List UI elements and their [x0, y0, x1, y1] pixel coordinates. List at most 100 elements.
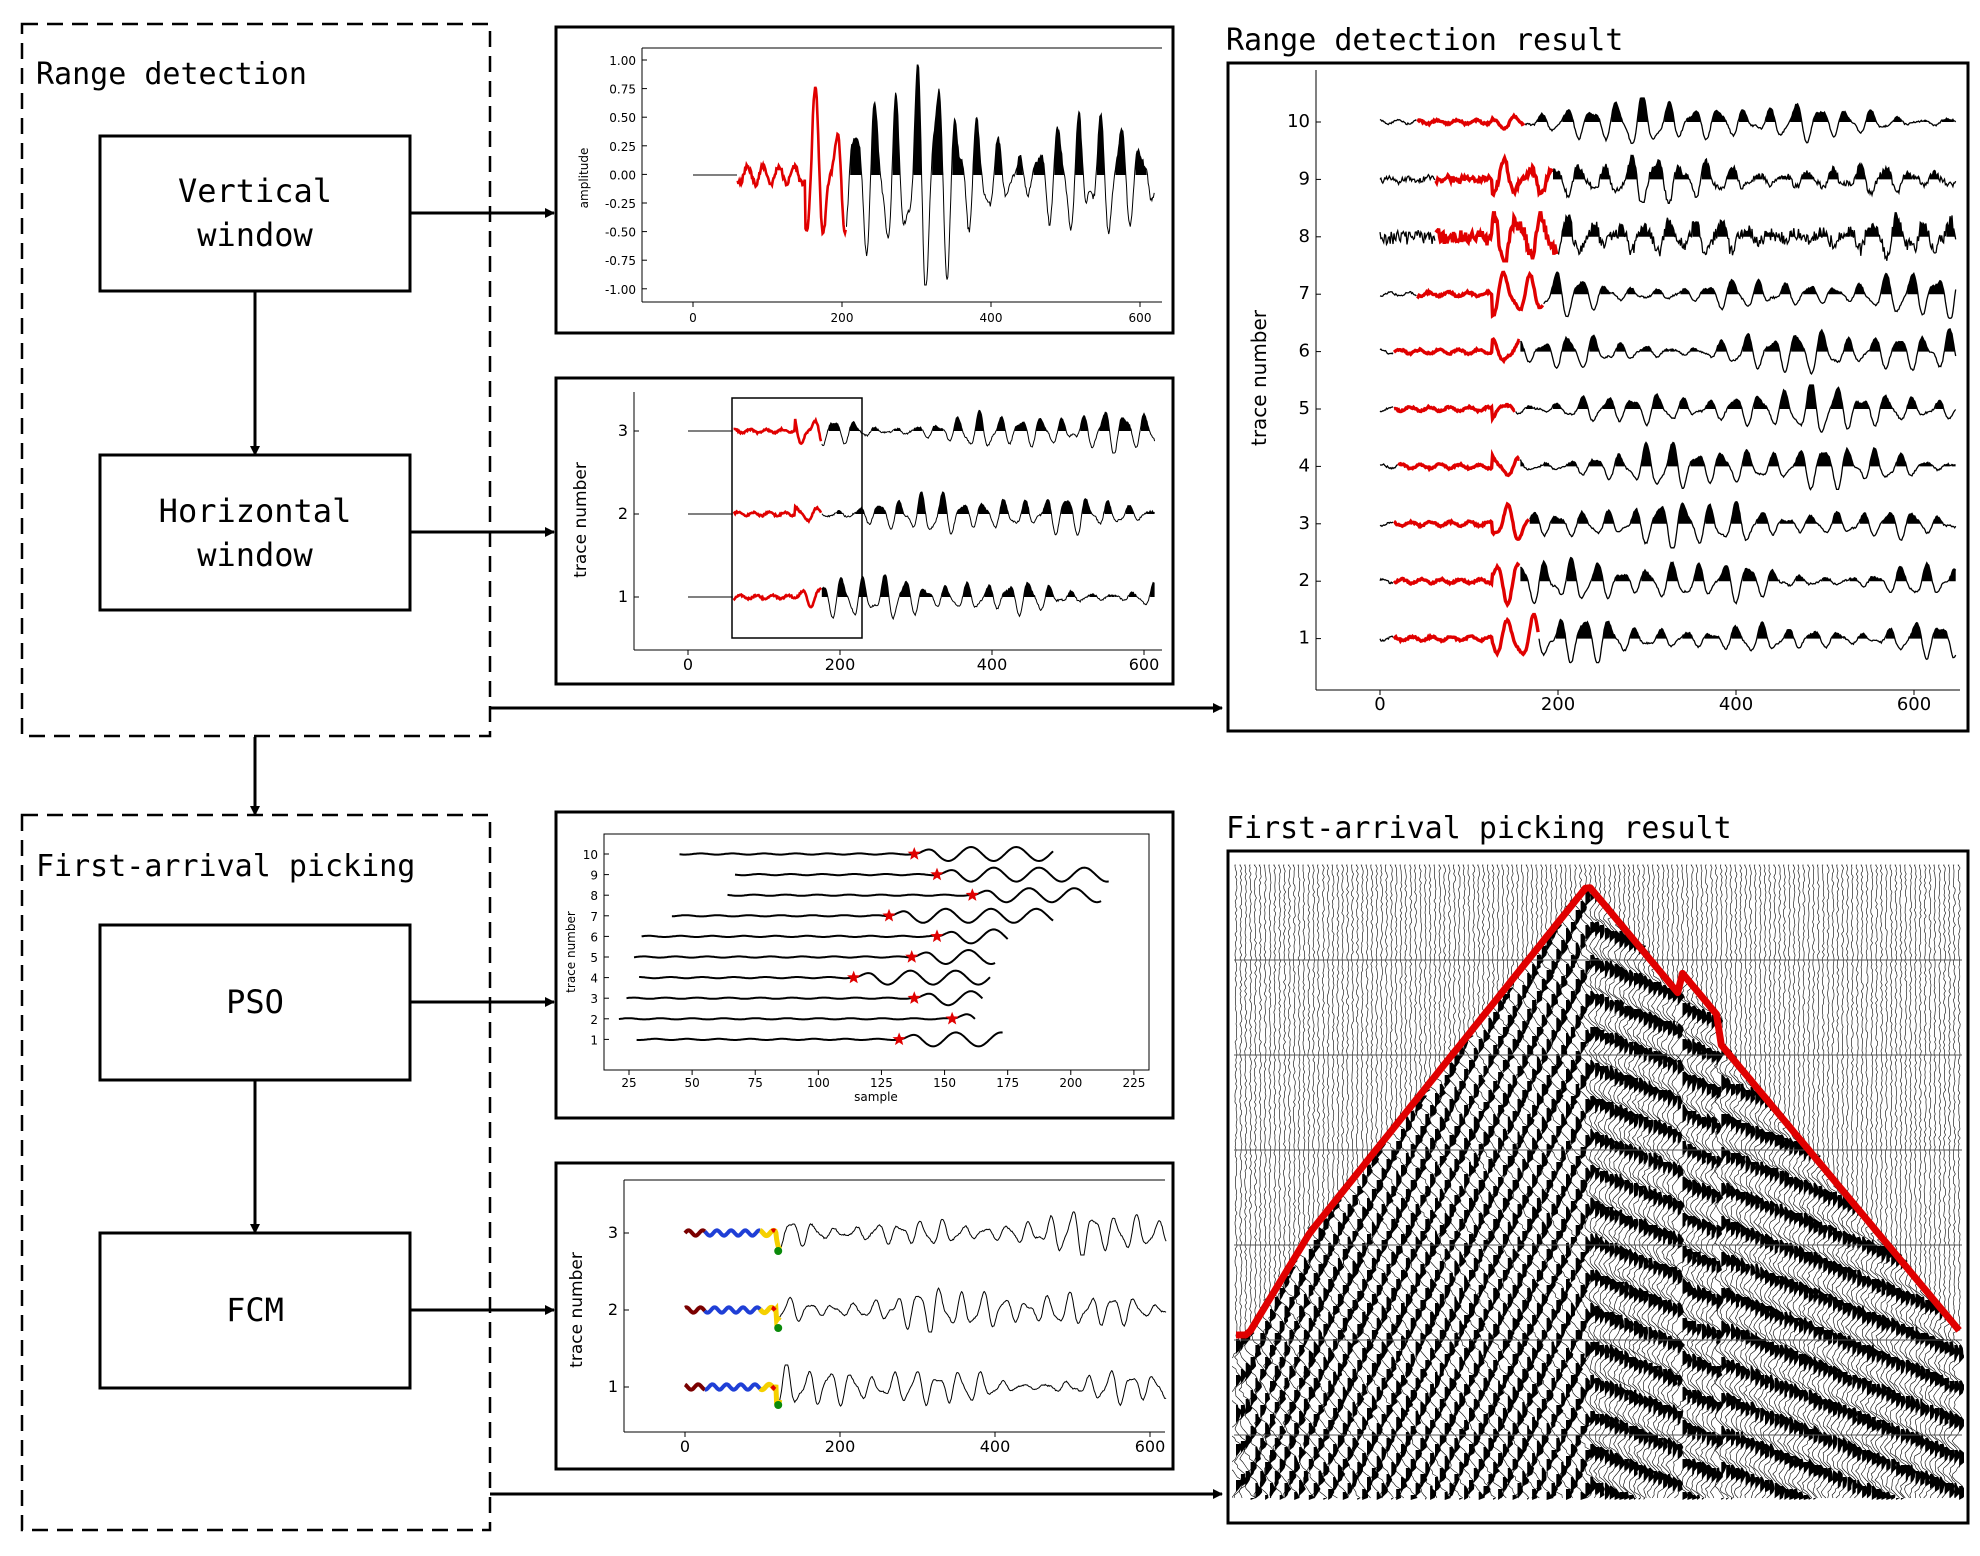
range-result-ytick-8: 2	[1299, 570, 1310, 591]
pso-trace-1	[636, 1031, 1003, 1048]
fcm-box: FCM	[98, 1231, 412, 1390]
range-result-ytick-7: 3	[1299, 513, 1310, 534]
pso-pick-marker-4	[847, 970, 861, 984]
vertical-window-chart: amplitude 1.000.750.500.250.00-0.25-0.50…	[577, 47, 1162, 325]
first-arrival-picking-title: First-arrival picking	[36, 849, 415, 884]
pso-trace-10	[679, 845, 1054, 863]
pso-plot	[554, 810, 1175, 1120]
range-detection-title: Range detection	[36, 57, 307, 92]
fcm-plot-yticks: 321	[608, 1223, 629, 1396]
pso-ytick-4: 6	[590, 930, 598, 944]
pso-pick-marker-1	[892, 1032, 906, 1046]
range-detection-result-plot	[1226, 61, 1970, 733]
range-result-xtick-2: 400	[1719, 694, 1753, 715]
range-result-ytick-3: 7	[1299, 283, 1310, 304]
pso-xtick-1: 50	[684, 1076, 699, 1090]
pso-plot-xlabel: sample	[854, 1090, 898, 1104]
vertical-ytick-4: 0.00	[609, 168, 636, 182]
pso-ytick-6: 4	[590, 972, 598, 986]
gather-wiggle-traces	[1232, 864, 1964, 1500]
fcm-xtick-3: 600	[1135, 1437, 1166, 1456]
pso-pick-marker-3	[907, 991, 921, 1004]
range-result-ytick-0: 10	[1287, 111, 1310, 132]
vertical-ytick-1: 0.75	[609, 83, 636, 97]
first-arrival-pick-curve	[1236, 884, 1962, 1339]
pso-xtick-8: 225	[1122, 1076, 1145, 1090]
horizontal-window-label-line2: window	[197, 536, 313, 574]
vertical-ytick-3: 0.25	[609, 140, 636, 154]
horizontal-xtick-3: 600	[1129, 655, 1160, 674]
pso-plot-picks	[847, 847, 979, 1046]
pso-plot-ylabel: trace number	[564, 911, 578, 993]
pso-pick-marker-6	[930, 929, 944, 943]
pso-xtick-5: 150	[933, 1076, 956, 1090]
fcm-xtick-1: 200	[825, 1437, 856, 1456]
pso-trace-8	[727, 887, 1102, 904]
fcm-label: FCM	[226, 1291, 284, 1329]
horizontal-plot-traces	[688, 409, 1156, 621]
vertical-plot-ylabel: amplitude	[577, 148, 591, 209]
pso-pick-marker-2	[945, 1011, 959, 1025]
range-result-ytick-2: 8	[1299, 226, 1310, 247]
pso-xtick-2: 75	[748, 1076, 763, 1090]
pso-trace-2	[618, 1013, 976, 1021]
pso-pick-marker-7	[882, 908, 896, 922]
vertical-xtick-0: 0	[689, 311, 697, 325]
horizontal-ytick-1: 2	[618, 504, 628, 523]
range-result-ytick-6: 4	[1299, 455, 1310, 476]
fcm-xtick-2: 400	[980, 1437, 1011, 1456]
pso-pick-marker-10	[907, 847, 921, 860]
pso-box: PSO	[98, 923, 412, 1082]
horizontal-xtick-1: 200	[825, 655, 856, 674]
vertical-plot-yticks: 1.000.750.500.250.00-0.25-0.50-0.75-1.00	[605, 54, 647, 297]
fcm-plot-ylabel: trace number	[567, 1252, 587, 1368]
horizontal-window-label-line1: Horizontal	[159, 492, 352, 530]
seismic-gather	[1232, 864, 1964, 1500]
pso-xtick-0: 25	[621, 1076, 636, 1090]
pso-xtick-6: 175	[996, 1076, 1019, 1090]
pso-xtick-3: 100	[807, 1076, 830, 1090]
pso-label: PSO	[226, 983, 284, 1021]
pso-trace-6	[641, 928, 1009, 945]
range-result-ytick-9: 1	[1299, 628, 1310, 649]
range-result-xtick-3: 600	[1897, 694, 1931, 715]
vertical-ytick-8: -1.00	[605, 283, 636, 297]
fcm-plot-traces	[683, 1211, 1167, 1409]
vertical-xtick-3: 600	[1129, 311, 1152, 325]
pso-ytick-0: 10	[583, 848, 598, 862]
horizontal-xtick-0: 0	[683, 655, 693, 674]
pso-xtick-4: 125	[870, 1076, 893, 1090]
horizontal-window-box: Horizontal window	[98, 453, 412, 612]
vertical-window-box: Vertical window	[98, 134, 412, 293]
pso-ytick-9: 1	[590, 1033, 598, 1047]
vertical-window-label-line1: Vertical	[178, 172, 332, 210]
connector-arrows	[250, 208, 1223, 1499]
horizontal-plot-yticks: 321	[618, 421, 639, 606]
range-result-ytick-5: 5	[1299, 398, 1310, 419]
gather-gridlines	[1234, 959, 1962, 1436]
fcm-ytick-2: 1	[608, 1377, 618, 1396]
vertical-ytick-5: -0.25	[605, 197, 636, 211]
vertical-ytick-6: -0.50	[605, 226, 636, 240]
pso-ytick-2: 8	[590, 889, 598, 903]
pso-pick-marker-5	[905, 950, 919, 963]
pso-plot-traces	[618, 845, 1109, 1048]
pso-xtick-7: 200	[1059, 1076, 1082, 1090]
pso-trace-9	[734, 866, 1109, 883]
range-result-ylabel: trace number	[1247, 309, 1271, 446]
range-result-xtick-1: 200	[1541, 694, 1575, 715]
pso-ytick-7: 3	[590, 992, 598, 1006]
fcm-plot	[554, 1161, 1175, 1471]
pso-ytick-1: 9	[590, 869, 598, 883]
range-detection-result-title: Range detection result	[1226, 23, 1623, 58]
range-result-ytick-1: 9	[1299, 168, 1310, 189]
pso-trace-3	[626, 990, 984, 1007]
